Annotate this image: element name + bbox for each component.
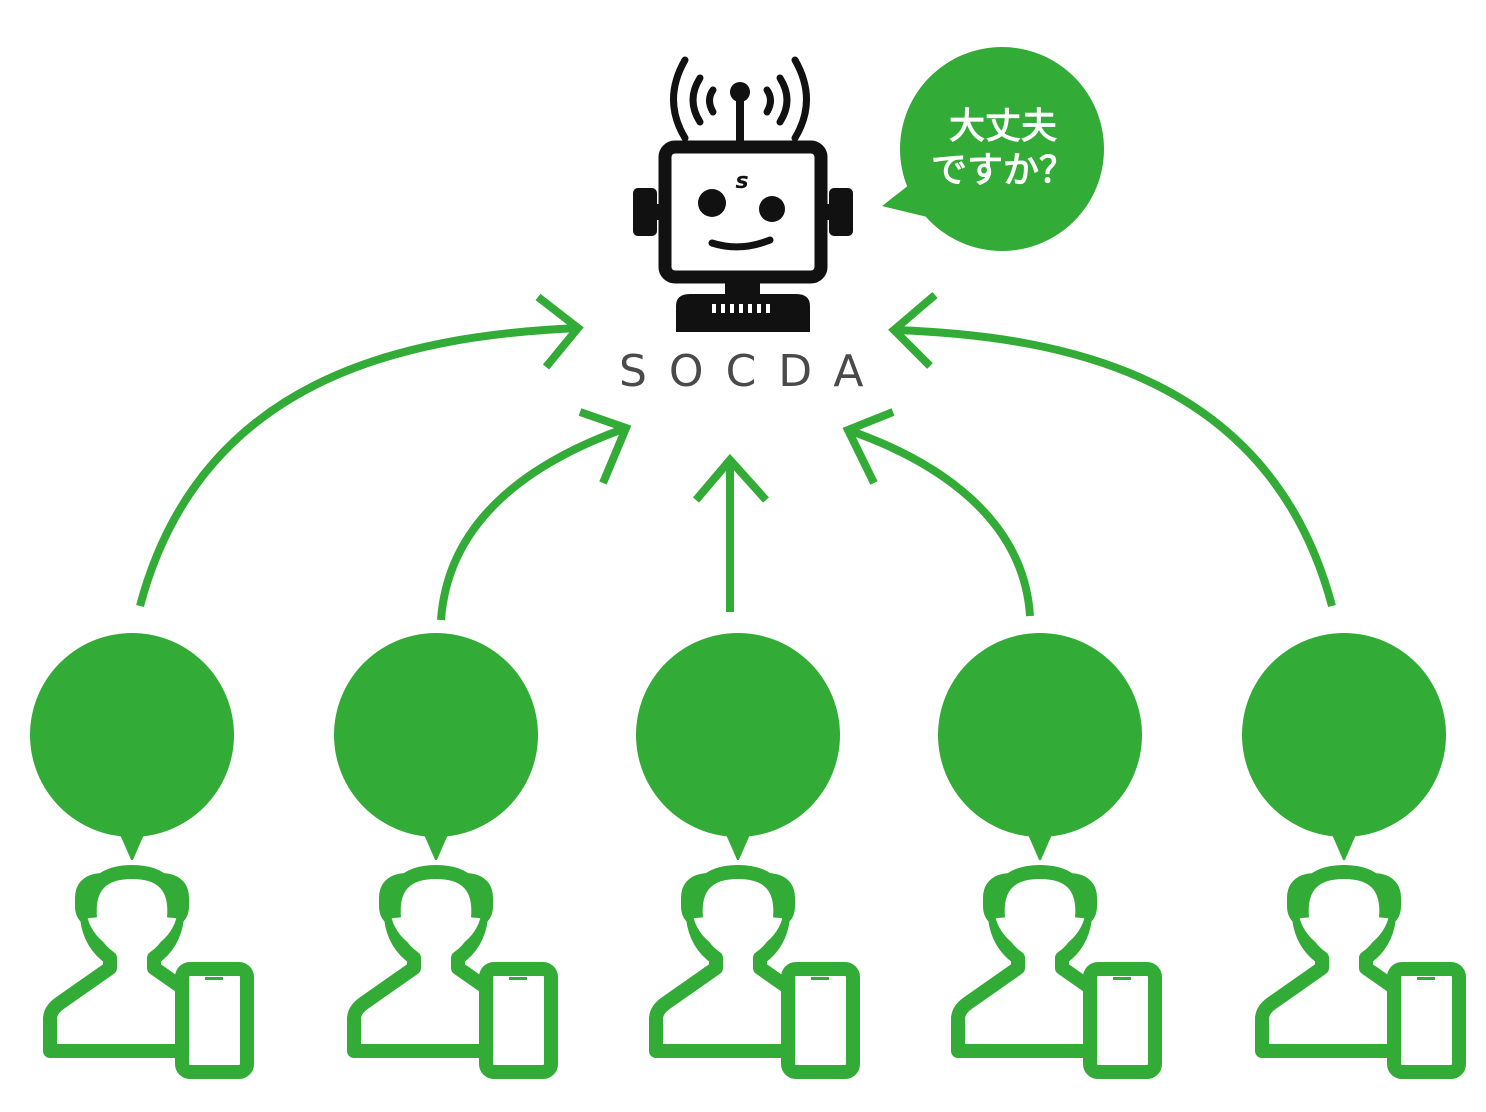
user-with-phone-icon [951,860,1162,1079]
user-with-phone-icon [1255,860,1466,1079]
user-with-phone-icon [649,860,860,1079]
user-2 [334,633,558,1079]
user-3 [636,633,860,1079]
user-4 [938,633,1162,1079]
arrow-user-5 [888,291,1336,608]
brand-name: SOCDA [619,346,886,397]
svg-text:s: s [735,169,748,194]
arrow-user-3 [692,453,769,612]
user-speech-bubble [30,633,234,862]
robot-icon: s [633,56,853,332]
arrow-user-1 [136,293,584,608]
user-speech-bubble [1242,633,1446,862]
speech-bubble-line1: 大丈夫 [949,106,1058,147]
speech-bubble-line2: ですか？ [931,150,1075,191]
user-1 [30,633,254,1079]
user-5 [1242,633,1466,1079]
user-speech-bubble [334,633,538,862]
arrow-user-2 [437,408,632,621]
user-with-phone-icon [347,860,558,1079]
user-with-phone-icon [43,860,254,1079]
speech-bubble: 大丈夫 ですか？ [882,47,1104,251]
arrow-user-4 [842,408,1034,617]
user-speech-bubble [636,633,840,862]
user-speech-bubble [938,633,1142,862]
